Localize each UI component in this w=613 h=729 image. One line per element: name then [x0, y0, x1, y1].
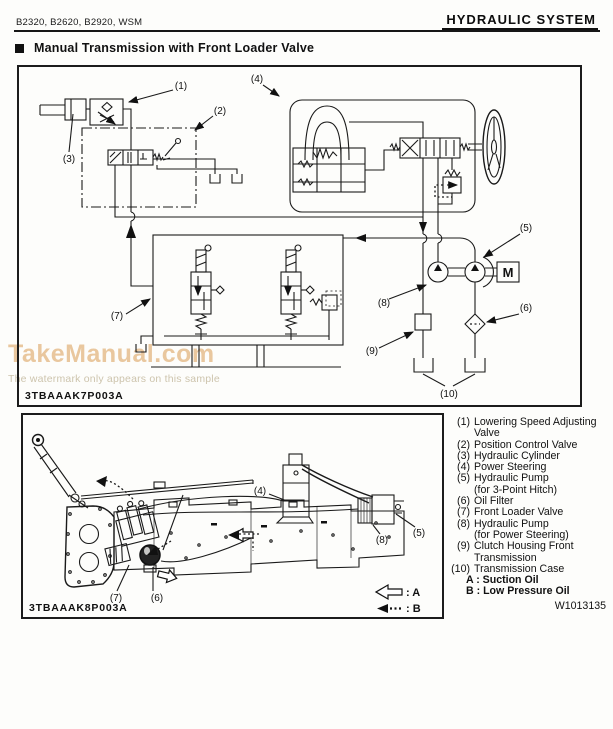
loader-valve-assembly — [115, 500, 160, 547]
callout-7: (7) — [111, 311, 123, 322]
valve-bracket — [104, 542, 132, 567]
figure-code: 3TBAAAK8P003A — [29, 602, 128, 614]
hydraulic-cylinder-symbol — [39, 98, 90, 121]
legend-item-text: Power Steering — [474, 461, 547, 474]
callout-1: (1) — [175, 81, 187, 92]
callout-7: (7) — [110, 593, 122, 604]
legend-item-number: (7) — [457, 506, 470, 519]
callout-4: (4) — [251, 74, 263, 85]
legend-item-text: Transmission Case — [474, 562, 565, 575]
callout-8: (8) — [376, 535, 388, 546]
legend-item-number: (1) — [457, 416, 470, 428]
tractor-layout-diagram: (4) (8) (5) (7) (6) : A : B — [31, 433, 425, 613]
legend-item-cont: (for Power Steering) — [448, 528, 610, 541]
legend-item-number: (3) — [457, 449, 470, 462]
legend-item-number: (6) — [457, 495, 470, 508]
legend-item: (2) Position Control Valve — [448, 438, 610, 451]
callout-6: (6) — [151, 593, 163, 604]
legend-item-number: (8) — [457, 517, 470, 530]
steering-wheel-symbol — [468, 109, 506, 185]
flow-legend: : A : B — [374, 583, 421, 613]
legend-item: (10) Transmission Case — [448, 562, 610, 575]
legend-item-text: Hydraulic Cylinder — [474, 449, 560, 462]
legend-item-text: Oil Filter — [474, 495, 514, 508]
legend-item: (8) Hydraulic Pump — [448, 517, 610, 530]
low-pressure-arrow-icon — [377, 604, 388, 613]
legend-item-text: (for Power Steering) — [474, 528, 569, 541]
legend-item-cont: Transmission — [448, 551, 610, 564]
flow-b-label: : B — [406, 603, 421, 613]
flow-legend-a: A : Suction Oil — [466, 574, 539, 587]
callout-5: (5) — [520, 223, 532, 234]
legend-item-text: Hydraulic Pump — [474, 472, 549, 485]
header-rule — [14, 30, 600, 32]
hydraulic-circuit-figure: M (1) (2) (3) (4 — [17, 65, 582, 407]
legend-item-text: Hydraulic Pump — [474, 517, 549, 530]
legend-item: (3) Hydraulic Cylinder — [448, 449, 610, 462]
legend-item-text: Lowering Speed Adjusting — [474, 416, 597, 428]
position-control-valve-symbol — [81, 127, 197, 208]
oil-filter — [139, 544, 161, 573]
filter-and-tank-symbols — [413, 282, 486, 387]
flow-legend-b: B : Low Pressure Oil — [466, 585, 570, 598]
legend-item-number: (5) — [457, 472, 470, 485]
hydraulic-circuit-diagram: M (1) (2) (3) (4 — [39, 74, 532, 400]
legend-item-cont: (for 3-Point Hitch) — [448, 483, 610, 496]
pump-assembly — [357, 494, 404, 525]
legend-item-text: Position Control Valve — [474, 438, 578, 451]
suction-arrow-icon — [374, 583, 403, 601]
legend-item-number: (9) — [457, 540, 470, 553]
callout-9: (9) — [366, 346, 378, 357]
clutch-housing — [64, 505, 115, 588]
legend-item-text: (for 3-Point Hitch) — [474, 483, 558, 496]
legend-item-text: Clutch Housing Front — [474, 540, 574, 553]
legend-item-number: (4) — [457, 461, 470, 474]
flow-a-label: : A — [406, 587, 420, 599]
front-loader-valve-symbol — [135, 234, 344, 353]
legend-item: (5) Hydraulic Pump — [448, 472, 610, 485]
pump-supply-lines — [343, 158, 476, 314]
steering-column — [275, 453, 315, 524]
circuit-piping — [114, 158, 423, 287]
callout-2: (2) — [214, 106, 226, 117]
section-bullet-icon — [15, 43, 24, 53]
header-section-title: HYDRAULIC SYSTEM — [442, 12, 598, 30]
section-title: Manual Transmission with Front Loader Va… — [15, 41, 314, 55]
tractor-callouts: (4) (8) (5) (7) (6) — [110, 486, 425, 604]
pressure-flow-arrows — [96, 476, 259, 555]
legend-item-cont: Valve — [448, 427, 610, 440]
section-title-text: Manual Transmission with Front Loader Va… — [34, 41, 315, 55]
power-steering-symbol — [289, 99, 476, 213]
header-model-codes: B2320, B2620, B2920, WSM — [16, 17, 143, 28]
callout-6: (6) — [520, 303, 532, 314]
callout-5: (5) — [413, 528, 425, 539]
legend-item-text: Front Loader Valve — [474, 506, 564, 519]
figure-code: 3TBAAAK7P003A — [25, 390, 124, 402]
legend-item: (4) Power Steering — [448, 461, 610, 474]
motor-label: M — [503, 265, 514, 280]
reference-code: W1013135 — [554, 599, 606, 612]
loader-valve-return-lines — [151, 345, 341, 368]
suction-flow-arrows — [156, 527, 254, 584]
hydraulic-pumps-symbol: M — [427, 256, 520, 288]
callout-8: (8) — [378, 298, 390, 309]
legend-item: (9) Clutch Housing Front — [448, 540, 610, 553]
hydraulic-hoses — [138, 464, 374, 563]
legend-item: (1) Lowering Speed Adjusting — [448, 416, 610, 428]
legend-item-text: Transmission — [474, 551, 537, 564]
transmission-body — [80, 479, 405, 576]
callout-10: (10) — [440, 389, 458, 400]
tractor-figure: (4) (8) (5) (7) (6) : A : B 3TBAAAK8P003… — [21, 413, 444, 619]
circuit-callouts: (1) (2) (3) (4) (5) (6) (7) (8) (9) (10) — [63, 74, 532, 400]
callout-4: (4) — [254, 486, 266, 497]
legend-item: (6) Oil Filter — [448, 495, 610, 508]
legend-item-number: (2) — [457, 438, 470, 451]
loader-arm — [31, 433, 89, 509]
legend: (1) Lowering Speed Adjusting Valve (2) Pos… — [448, 416, 610, 612]
legend-item-text: Valve — [474, 427, 500, 440]
legend-item: (7) Front Loader Valve — [448, 506, 610, 519]
callout-3: (3) — [63, 154, 75, 165]
lowering-speed-valve-symbol — [89, 98, 132, 150]
legend-item-number: (10) — [451, 562, 470, 575]
